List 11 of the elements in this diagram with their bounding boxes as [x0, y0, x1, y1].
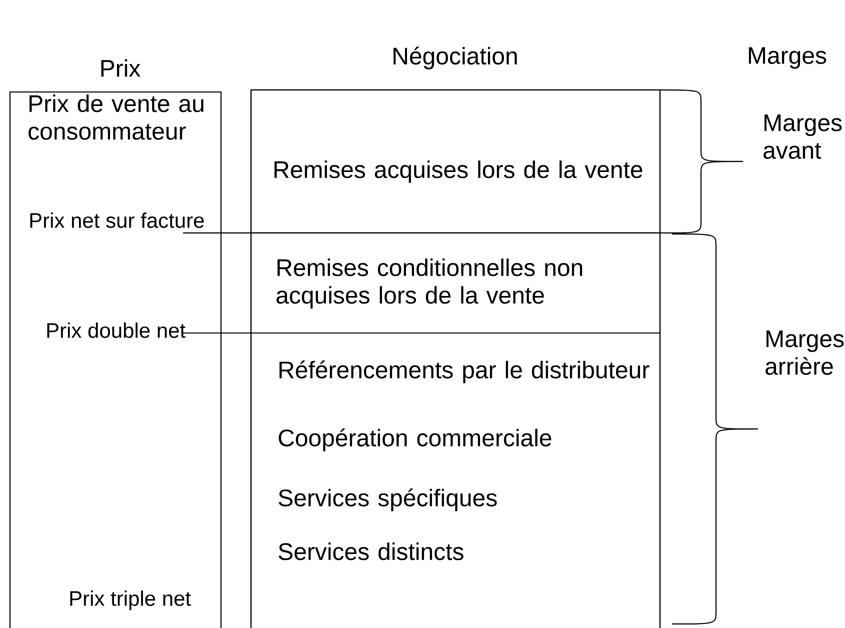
column-header: Marges — [748, 47, 826, 69]
negotiation-section: Remises acquises lors de la vente — [250, 89, 661, 233]
brace-label: Marges arrière — [766, 330, 844, 375]
price-label: Prix de vente au consommateur — [28, 94, 204, 140]
negotiation-section: Remises conditionnelles non acquises lors de la vente — [250, 232, 661, 333]
negotiation-section: Référencements par le distributeur Coopération commerciale Services spécifiques Services distincts — [250, 332, 661, 628]
price-label: Prix double net — [47, 322, 186, 338]
price-label: Prix triple net — [70, 590, 191, 610]
brace-label: Marges avant — [764, 114, 842, 159]
price-label: Prix net sur facture — [30, 212, 204, 228]
node-label: Négociation — [394, 46, 517, 70]
